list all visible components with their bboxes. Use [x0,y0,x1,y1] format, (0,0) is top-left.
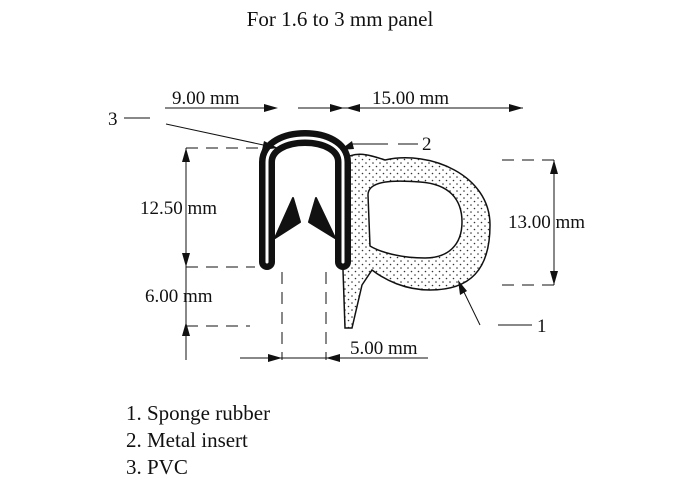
dimension-right: 13.00 mm [502,159,585,286]
dimension-top-right: 15.00 mm [298,88,523,112]
svg-text:1: 1 [537,316,547,337]
svg-text:9.00 mm: 9.00 mm [172,88,240,109]
grip-finger-left [274,197,301,239]
sponge-rubber-bulb [342,153,491,329]
callout-1: 1 [458,280,547,337]
svg-text:2: 2 [422,134,432,155]
metal-insert [265,136,345,264]
svg-text:3: 3 [108,109,118,130]
legend-item-2: 2. Metal insert [126,428,248,452]
svg-text:5.00 mm: 5.00 mm [350,338,418,359]
dimension-left: 12.50 mm 6.00 mm [140,147,265,360]
legend: 1. Sponge rubber 2. Metal insert 3. PVC [126,401,270,479]
svg-text:15.00 mm: 15.00 mm [372,88,449,109]
svg-text:6.00 mm: 6.00 mm [145,286,213,307]
page-title: For 1.6 to 3 mm panel [247,7,434,31]
callout-3: 3 [108,109,278,150]
legend-item-3: 3. PVC [126,455,188,479]
grip-finger-right [308,197,336,239]
svg-text:13.00 mm: 13.00 mm [508,212,585,233]
dimension-bottom: 5.00 mm [240,272,428,362]
legend-item-1: 1. Sponge rubber [126,401,270,425]
callout-2: 2 [340,134,432,155]
pvc-u-profile [259,130,351,270]
svg-text:12.50 mm: 12.50 mm [140,198,217,219]
dimension-top-left: 9.00 mm [165,88,278,112]
